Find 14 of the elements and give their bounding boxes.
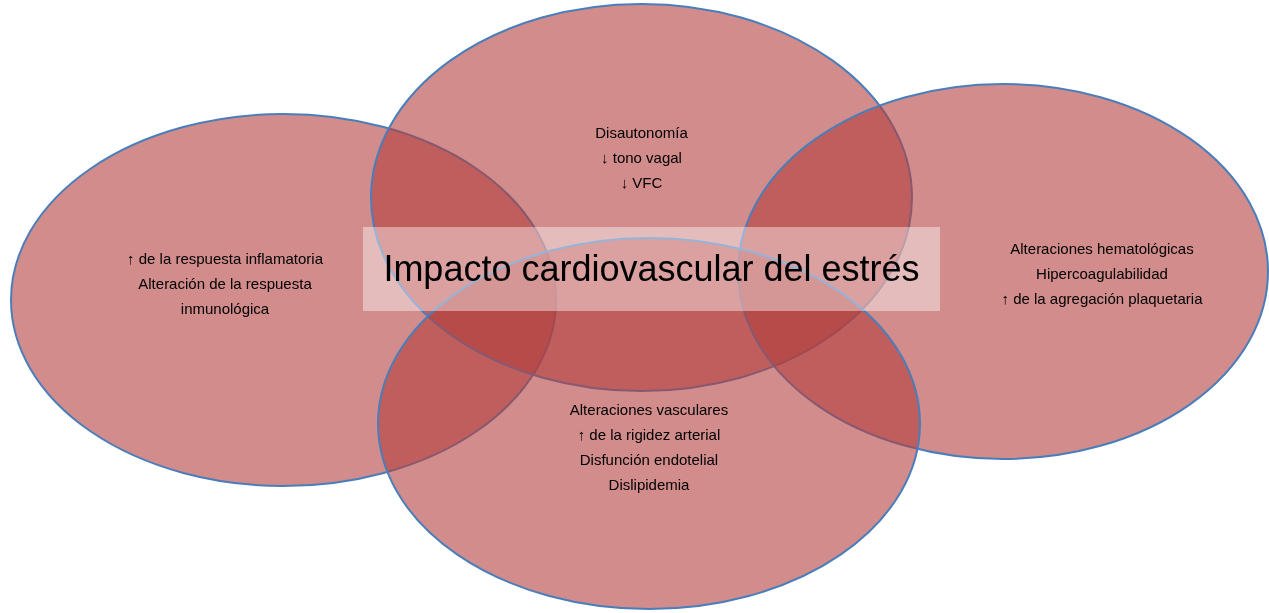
effect-text: Alteración de la respuesta inmunológica bbox=[137, 274, 313, 319]
effect-text: Disautonomía bbox=[595, 123, 688, 143]
effect-text: ↑ de la agregación plaquetaria bbox=[1001, 289, 1203, 309]
banner-title: Impacto cardiovascular del estrés bbox=[383, 251, 920, 287]
effect-text: ↓ VFC bbox=[620, 173, 663, 193]
effect-text: ↑ de la respuesta inflamatoria bbox=[127, 249, 323, 269]
effect-text: Dislipidemia bbox=[608, 475, 690, 495]
effect-text: Disfunción endotelial bbox=[579, 450, 719, 470]
effect-text: ↑ de la rigidez arterial bbox=[577, 425, 721, 445]
effect-text: Hipercoagulabilidad bbox=[1036, 264, 1168, 284]
effect-text: Alteraciones hematológicas bbox=[1010, 239, 1194, 259]
effect-text: ↓ tono vagal bbox=[601, 148, 682, 168]
title-banner bbox=[363, 227, 940, 311]
effect-text: Alteraciones vasculares bbox=[569, 400, 729, 420]
